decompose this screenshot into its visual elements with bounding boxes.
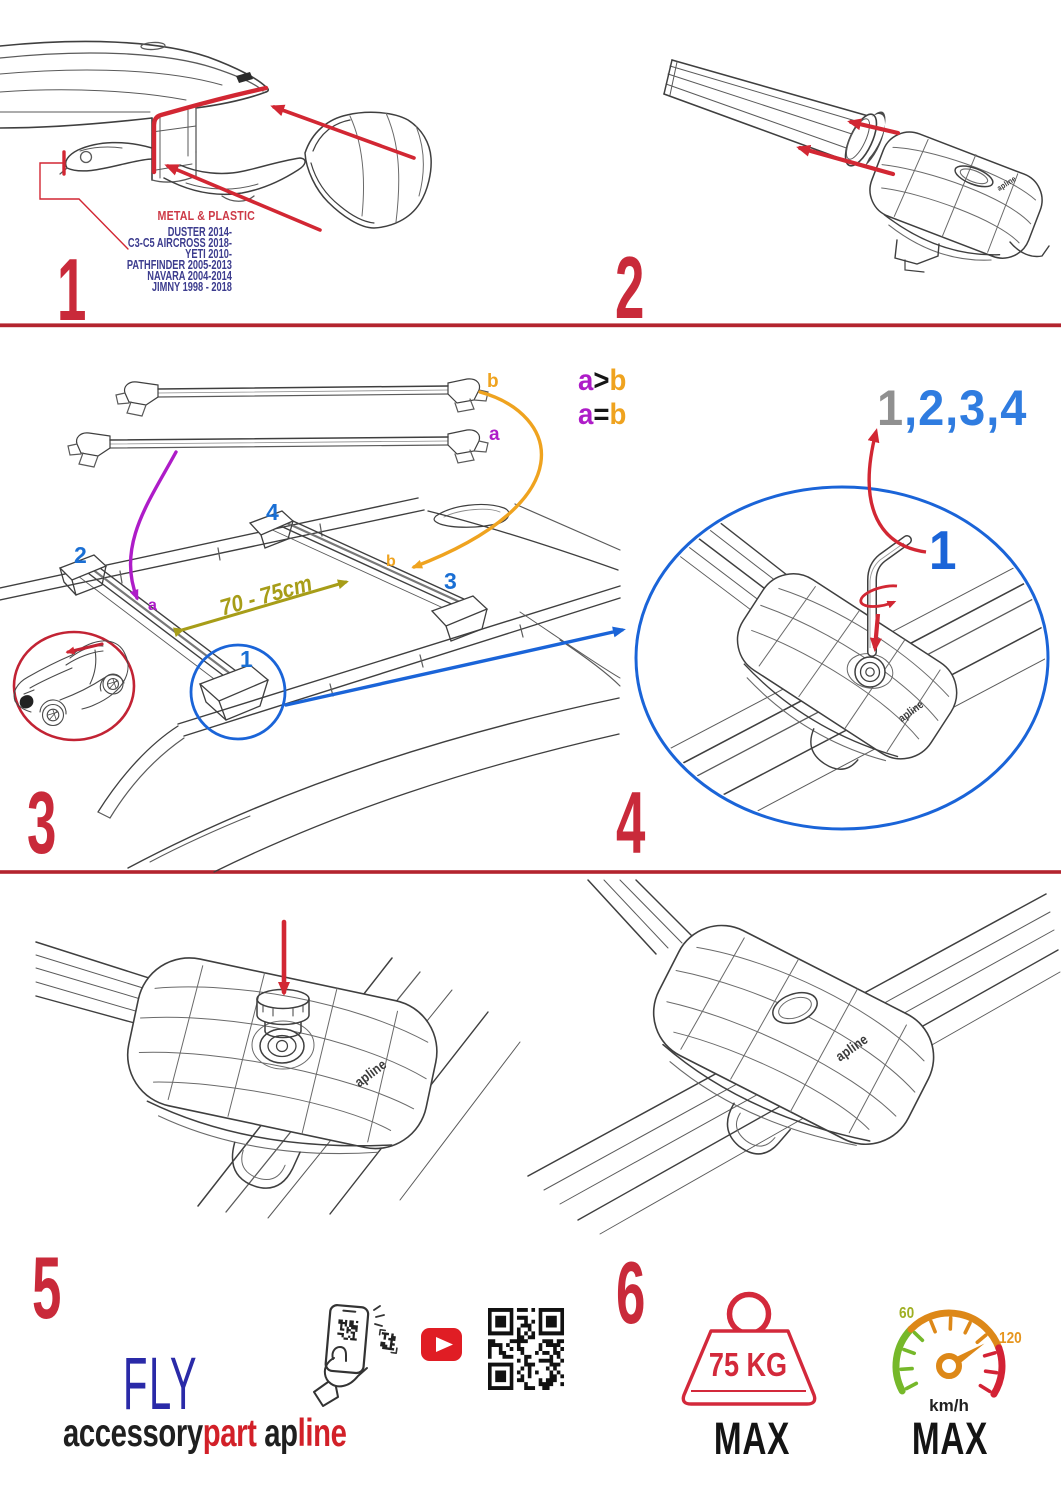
speed-low-label: 60 [899,1305,915,1322]
legend-a-gt-b: a>b [578,366,626,396]
step2-drawing [663,59,1050,273]
step1-drawing [0,40,432,250]
legend-a: a [578,398,594,431]
sequence-arrow [867,428,927,554]
legend-b: b [609,398,627,431]
cover-seat-highlight [151,85,269,175]
crossbar-a [67,429,489,468]
legend-a: a [578,364,594,397]
bar-b-guide-curve [411,390,544,569]
position-4-label: 4 [266,499,279,525]
position-2-label: 2 [74,542,87,568]
step4-callout: 1 [929,519,957,581]
step3-number: 3 [27,773,56,872]
sequence-label: 1,2,3,4 [877,383,1027,433]
step3-drawing [0,378,626,873]
brand-accessory: accessory [63,1412,203,1455]
step2-number: 2 [615,238,644,337]
model-item: JIMNY 1998 - 2018 [151,280,232,294]
model-item: C3-C5 AIRCROSS 2018- [127,236,232,250]
model-item: DUSTER 2014- [167,225,232,239]
divider-bottom [0,870,1061,874]
brand-part: part [202,1412,257,1455]
brand-line-red: line [297,1412,347,1455]
car-inset [12,630,136,742]
model-item: PATHFINDER 2005-2013 [126,258,232,272]
brand-line: accessorypart apline [63,1414,347,1453]
step5-number: 5 [32,1238,61,1337]
step4-drawing [634,428,1050,831]
bar-a-label: a [489,424,500,445]
weight-max-icon [681,1291,817,1406]
step6-number: 6 [616,1243,645,1342]
distance-arrow [172,579,349,638]
foot-slide-arrow-top [847,118,901,136]
knob [256,988,310,1039]
speed-high-label: 120 [999,1330,1022,1347]
legend-b: b [609,364,627,397]
roof-b-label: b [386,553,396,570]
qr-code-icon [488,1308,565,1390]
step6-drawing [527,879,1061,1235]
divider-top [0,323,1061,328]
fly-logo: FLY [123,1342,199,1425]
model-list: DUSTER 2014- C3-C5 AIRCROSS 2018- YETI 2… [126,225,232,294]
youtube-icon [421,1328,462,1361]
crossbar-b [115,378,489,417]
press-down-arrow [869,613,882,652]
zoom-link-arrow [284,626,626,707]
brand-ap: ap [264,1412,298,1455]
phone-qr-scan-icon [313,1304,398,1407]
legend-op: = [593,398,610,431]
cover-to-bar-arrow-top [270,104,416,160]
weight-value: 75 KG [708,1346,788,1383]
car-roof [0,497,621,873]
allen-key [867,535,912,657]
material-note: METAL & PLASTIC [157,208,255,223]
rotate-arrow [859,584,898,609]
speed-unit-label: km/h [929,1396,969,1415]
step5-drawing [35,919,521,1219]
sequence-first: 1 [877,380,905,436]
weight-max-label: MAX [713,1413,791,1464]
sequence-rest: ,2,3,4 [904,380,1028,436]
foot-slide-arrow-bottom [796,144,896,177]
car-direction-arrow [65,642,104,655]
model-item: NAVARA 2004-2014 [147,269,232,283]
step4-number: 4 [616,773,645,872]
position-1-label: 1 [240,646,253,672]
zoom-circle [634,485,1050,831]
speed-max-label: MAX [911,1413,989,1464]
detail-callout-circle [189,643,287,741]
model-item: YETI 2010- [185,247,232,261]
scan-sparkle-icon [373,1305,385,1327]
bar-b-label: b [487,371,499,392]
mini-qr-icon [378,1328,398,1354]
roof-a-label: a [148,597,157,614]
position-3-label: 3 [444,568,457,594]
cover-to-bar-arrow-bottom [164,164,322,232]
leader-line [39,162,129,250]
car-inset-circle [12,630,136,742]
speedometer-icon [892,1309,1006,1398]
bar-a-guide-curve [128,450,178,601]
step1-number: 1 [57,240,86,339]
legend-a-eq-b: a=b [578,400,626,430]
legend-op: > [593,364,610,397]
